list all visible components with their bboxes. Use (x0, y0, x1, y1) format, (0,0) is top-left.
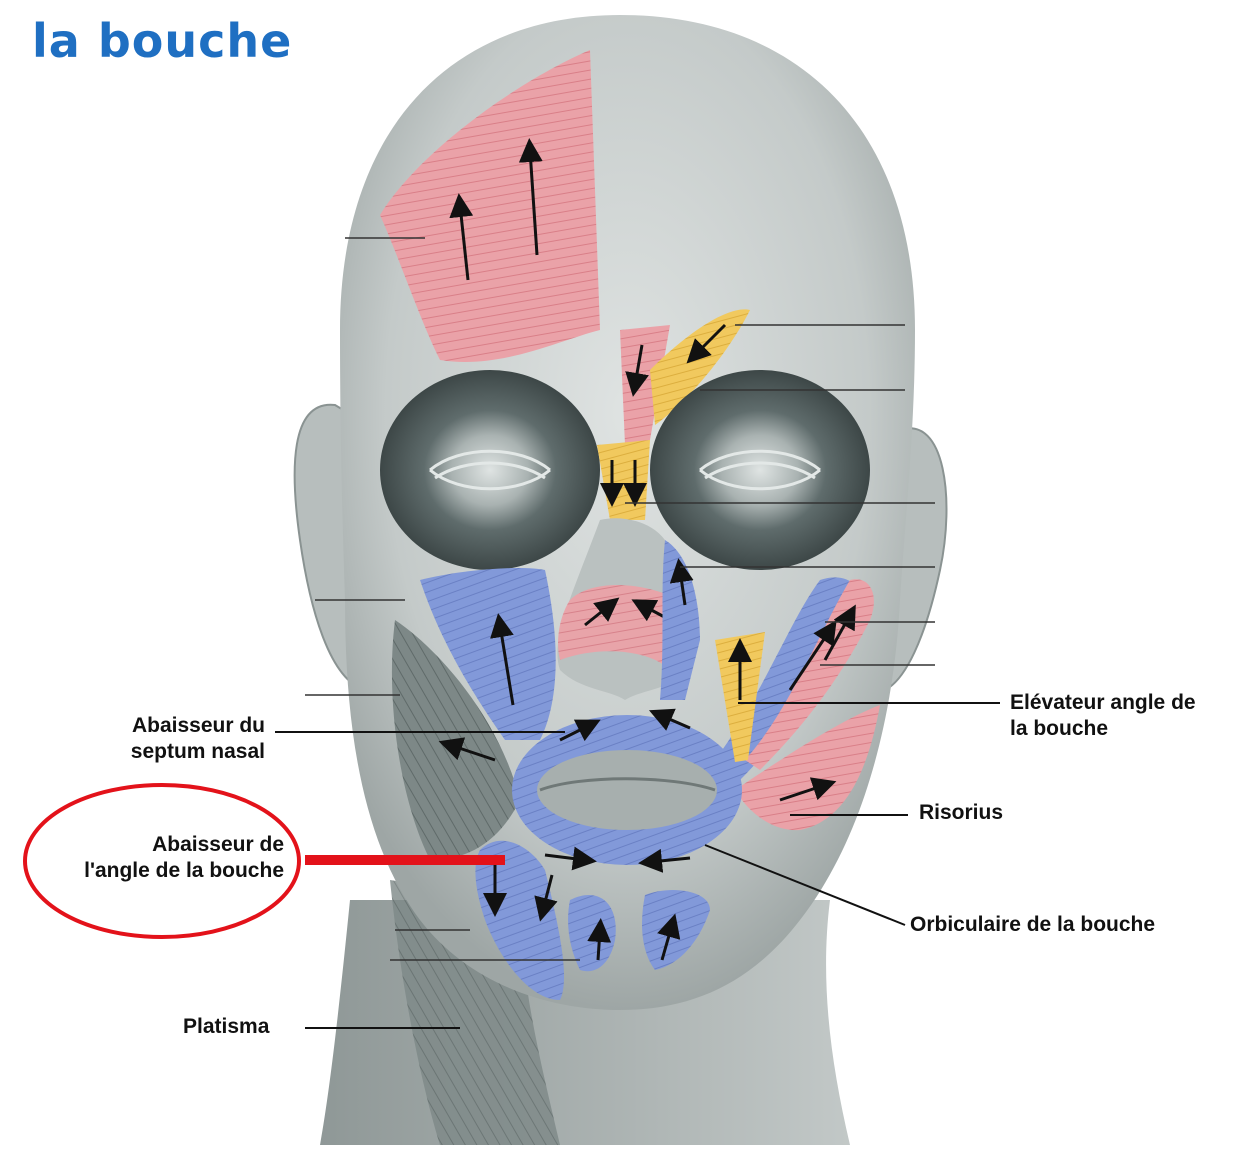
label-text: Platisma (183, 1015, 269, 1038)
label-text: Abaisseur du septum nasal (131, 714, 265, 763)
label-abaisseur-angle-bouche: Abaisseur de l'angle de la bouche (22, 832, 284, 885)
left-orbicularis-oculi (380, 370, 600, 570)
page-title: la bouche (32, 18, 292, 64)
label-abaisseur-septum-nasal: Abaisseur du septum nasal (95, 713, 265, 766)
label-orbiculaire-bouche: Orbiculaire de la bouche (910, 912, 1155, 938)
label-elevateur-angle-bouche: Elévateur angle de la bouche (1010, 690, 1196, 743)
lips (537, 750, 717, 830)
right-orbicularis-oculi (650, 370, 870, 570)
label-text: Elévateur angle de la bouche (1010, 691, 1196, 740)
label-text: Risorius (919, 801, 1003, 824)
label-platisma: Platisma (183, 1014, 269, 1040)
label-text: Orbiculaire de la bouche (910, 913, 1155, 936)
arrow-icon (598, 930, 600, 960)
label-text: Abaisseur de l'angle de la bouche (84, 833, 284, 882)
label-risorius: Risorius (919, 800, 1003, 826)
